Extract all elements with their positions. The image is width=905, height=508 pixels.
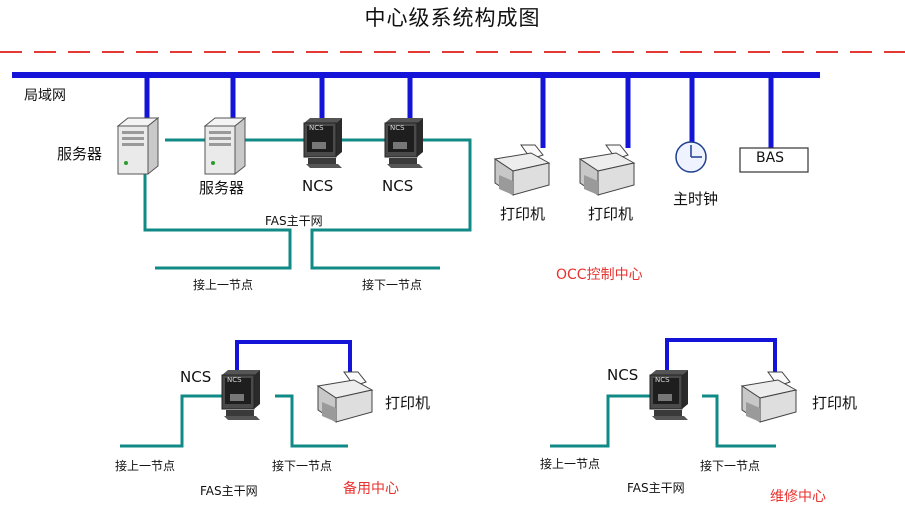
ncs1-label: NCS	[302, 177, 334, 195]
server1-label: 服务器	[57, 145, 103, 163]
backup-center-label: 备用中心	[343, 481, 399, 497]
lan-drops	[144, 75, 774, 150]
printer-icon	[494, 144, 550, 196]
ncs-screen-text: NCS	[309, 124, 324, 132]
backup-fas-label: FAS主干网	[200, 484, 258, 498]
maintenance-next-node-label: 接下一节点	[700, 459, 761, 473]
bas-box	[739, 147, 809, 173]
maintenance-fas-network	[550, 394, 776, 448]
occ-prev-node-label: 接上一节点	[193, 278, 254, 292]
maintenance-lan-link	[665, 338, 777, 380]
server2-label: 服务器	[199, 179, 245, 197]
maintenance-center-label: 维修中心	[770, 489, 826, 505]
ncs-screen-text: NCS	[227, 376, 242, 384]
occ-fas-label: FAS主干网	[265, 214, 323, 228]
master-clock-icon	[675, 141, 707, 173]
lan-label: 局域网	[24, 88, 66, 104]
ncs2-label: NCS	[382, 177, 414, 195]
maintenance-printer-label: 打印机	[812, 394, 858, 412]
master-clock-label: 主时钟	[673, 190, 719, 208]
backup-printer-label: 打印机	[385, 394, 431, 412]
backup-ncs-label: NCS	[180, 368, 212, 386]
maintenance-prev-node-label: 接上一节点	[540, 457, 601, 471]
printer-icon	[317, 371, 373, 423]
ncs-screen-text: NCS	[655, 376, 670, 384]
occ-fas-network	[143, 138, 472, 270]
bas-label: BAS	[756, 150, 785, 166]
backup-fas-network	[120, 394, 348, 448]
printer-icon	[741, 371, 797, 423]
ncs-screen-text: NCS	[390, 124, 405, 132]
occ-next-node-label: 接下一节点	[362, 278, 423, 292]
server-icon	[204, 117, 246, 175]
maintenance-ncs-label: NCS	[607, 366, 639, 384]
backup-prev-node-label: 接上一节点	[115, 459, 176, 473]
server-icon	[117, 117, 159, 175]
backup-lan-link	[235, 340, 352, 378]
printer-icon	[579, 144, 635, 196]
occ-center-label: OCC控制中心	[556, 267, 643, 283]
maintenance-fas-label: FAS主干网	[627, 481, 685, 495]
backup-next-node-label: 接下一节点	[272, 459, 333, 473]
diagram-title: 中心级系统构成图	[364, 6, 541, 30]
printer2-label: 打印机	[588, 205, 634, 223]
printer1-label: 打印机	[500, 205, 546, 223]
